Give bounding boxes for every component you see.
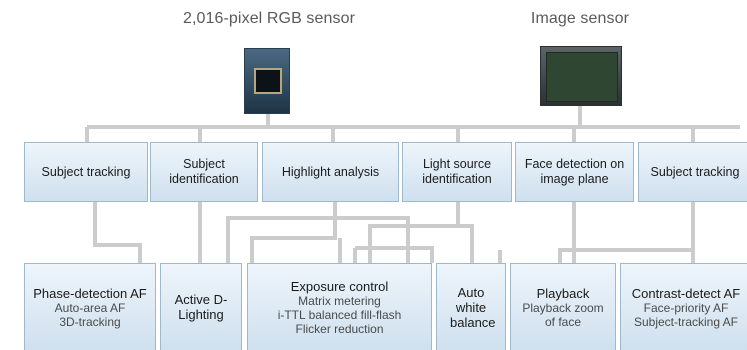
function-label: Light source identification xyxy=(422,157,492,186)
output-subitem: Matrix metering xyxy=(298,293,381,308)
output-box-phase-detection-af: Phase-detection AF Auto-area AF 3D-track… xyxy=(24,263,156,350)
function-label: Subject identification xyxy=(169,157,239,186)
output-title: Phase-detection AF xyxy=(33,285,147,301)
output-box-contrast-detect-af: Contrast-detect AF Face-priority AF Subj… xyxy=(620,263,747,350)
output-box-auto-white-balance: Auto white balance xyxy=(436,263,506,350)
output-subitem: Flicker reduction xyxy=(295,321,384,336)
output-title: Contrast-detect AF xyxy=(631,285,741,301)
function-box-face-detection: Face detection on image plane xyxy=(515,142,634,202)
output-subitem: 3D-tracking xyxy=(59,314,121,329)
output-subitem: Playback zoom of face xyxy=(522,300,604,329)
output-title: Exposure control xyxy=(290,278,389,294)
output-title: Auto white balance xyxy=(450,284,496,330)
function-label: Face detection on image plane xyxy=(524,157,625,186)
output-title: Playback xyxy=(536,285,590,301)
function-box-light-source-identification: Light source identification xyxy=(402,142,512,202)
rgb-sensor-title: 2,016-pixel RGB sensor xyxy=(182,10,356,27)
output-subitem: Subject-tracking AF xyxy=(633,314,739,329)
function-box-subject-identification: Subject identification xyxy=(150,142,258,202)
output-box-active-d-lighting: Active D-Lighting xyxy=(160,263,242,350)
image-sensor-title: Image sensor xyxy=(530,10,630,27)
image-sensor-chip-icon xyxy=(540,46,622,106)
output-subitem: Face-priority AF xyxy=(643,300,729,315)
function-box-subject-tracking-2: Subject tracking xyxy=(638,142,747,202)
output-box-playback: Playback Playback zoom of face xyxy=(510,263,616,350)
output-box-exposure-control: Exposure control Matrix metering i-TTL b… xyxy=(247,263,432,350)
function-box-highlight-analysis: Highlight analysis xyxy=(262,142,399,202)
output-title: Active D-Lighting xyxy=(174,292,228,322)
output-subitem: i-TTL balanced fill-flash xyxy=(277,307,402,322)
function-label: Subject tracking xyxy=(650,164,740,179)
output-subitem: Auto-area AF xyxy=(54,300,126,315)
function-label: Highlight analysis xyxy=(281,164,380,179)
function-box-subject-tracking: Subject tracking xyxy=(24,142,148,202)
function-label: Subject tracking xyxy=(41,164,131,179)
rgb-sensor-chip-icon xyxy=(244,48,290,114)
